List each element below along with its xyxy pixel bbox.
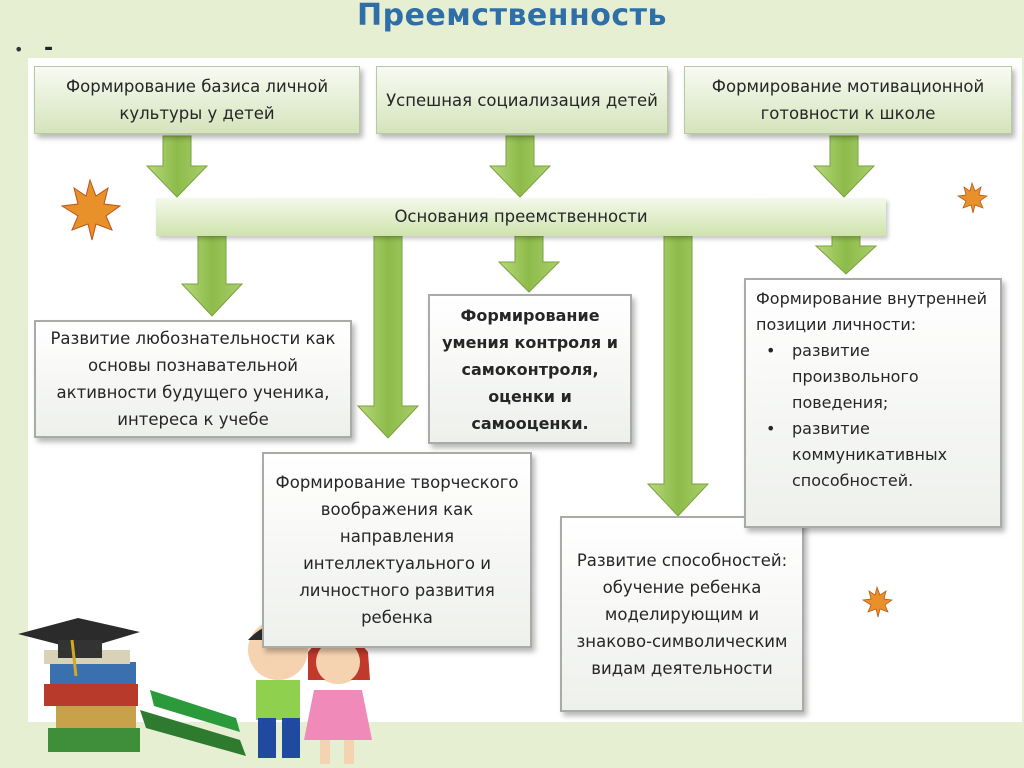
center-bar: Основания преемственности (156, 198, 886, 236)
top-box-culture: Формирование базиса личной культуры у де… (34, 66, 360, 134)
dash-text: - (44, 36, 54, 61)
box-creative: Формирование творческого воображения как… (262, 452, 532, 648)
maple-leaf-icon (60, 178, 122, 241)
graduation-cap-icon (18, 618, 140, 677)
top-box-motivation: Формирование мотивационной готовности к … (684, 66, 1012, 134)
list-item: развитие коммуникативных способностей. (756, 416, 990, 494)
arrow-down (180, 235, 244, 317)
book-stack-icon (44, 650, 246, 756)
arrow-down (812, 135, 876, 198)
box-abilities: Развитие способностей: обучение ребенка … (560, 516, 804, 712)
arrow-down (497, 235, 561, 293)
box-inner-position: Формирование внутренней позиции личности… (744, 278, 1002, 528)
arrow-down (356, 235, 420, 439)
bullet-marker: • (14, 40, 24, 59)
position-list: развитие произвольного поведения; развит… (756, 338, 990, 494)
slide-title: Преемственность (356, 0, 667, 33)
arrow-down (145, 135, 209, 198)
box-curiosity: Развитие любознательности как основы поз… (34, 320, 352, 438)
top-box-socialization: Успешная социализация детей (376, 66, 668, 134)
arrow-down (646, 235, 710, 517)
list-item: развитие произвольного поведения; (756, 338, 990, 416)
maple-leaf-icon (861, 585, 893, 618)
position-title: Формирование внутренней позиции личности… (756, 289, 987, 334)
maple-leaf-icon (956, 181, 988, 214)
box-control: Формирование умения контроля и самоконтр… (428, 294, 632, 444)
arrow-down (488, 135, 552, 198)
